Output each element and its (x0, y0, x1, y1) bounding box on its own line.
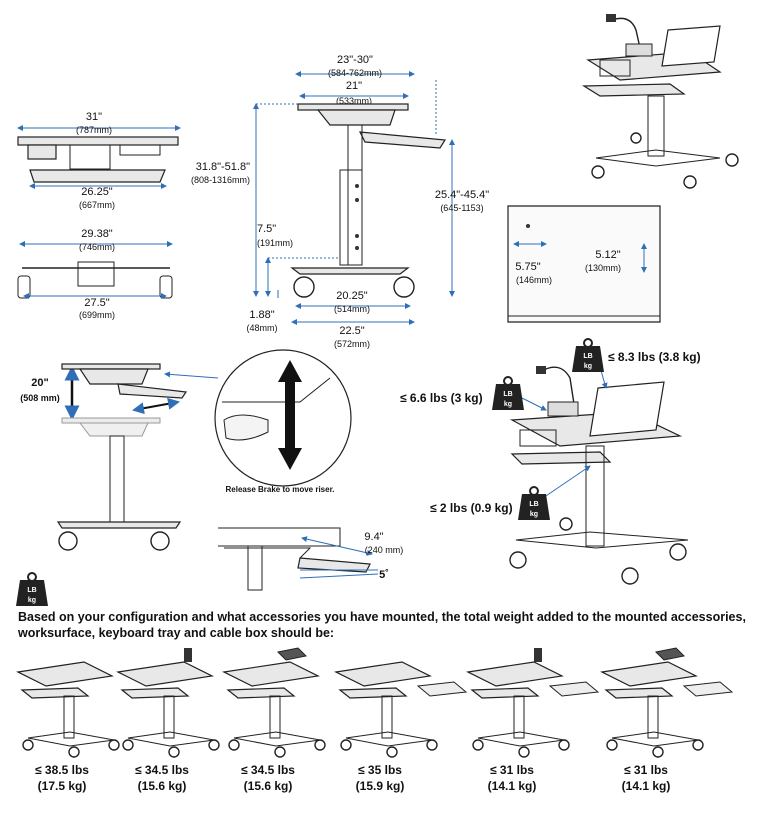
dim-wheel-span: 27.5" (84, 297, 109, 309)
dim-top-width: 31" (86, 111, 102, 123)
weight-icon-note: LB kg (16, 572, 48, 606)
dim-worksurface-width-mm: (584-762mm) (328, 68, 382, 78)
config-weight-kg: (15.6 kg) (244, 779, 293, 793)
config-cart: ≤ 34.5 lbs (15.6 kg) (222, 647, 326, 793)
dim-keyboard-range: 25.4"-45.4" (435, 189, 489, 201)
dim-height-range: 31.8"-51.8" (196, 161, 250, 173)
dim-hole-v-mm: (130mm) (585, 263, 621, 273)
dim-wheelbase-outer: 22.5" (339, 325, 364, 337)
svg-text:LB: LB (583, 353, 592, 360)
capacity-monitor: ≤ 8.3 lbs (3.8 kg) (608, 350, 701, 364)
weight-icon-worksurface: LB kg (492, 376, 524, 410)
dim-clearance: 1.88" (249, 309, 274, 321)
side-tray (548, 681, 600, 697)
dim-base-depth-mm: (746mm) (79, 242, 115, 252)
dim-clearance-mm: (48mm) (247, 323, 278, 333)
svg-text:kg: kg (28, 597, 36, 604)
config-cart: ≤ 31 lbs (14.1 kg) (600, 647, 734, 793)
top-view: 31" (787mm) 26.25" (667mm) 29.38" (746mm… (17, 111, 181, 320)
configuration-row: ≤ 38.5 lbs(17.5 kg)≤ 34.5 lbs(15.6 kg)≤ … (16, 647, 734, 793)
config-weight-lbs: ≤ 31 lbs (490, 763, 534, 777)
dim-worksurface-width: 23"-30" (337, 54, 373, 66)
weight-icon-keyboard: LB kg (518, 486, 550, 520)
mount-icon (654, 647, 686, 661)
dim-hole-v: 5.12" (595, 249, 620, 261)
dim-tray-extension: 9.4" (364, 531, 383, 543)
scanner-icon (184, 648, 192, 662)
config-cart: ≤ 34.5 lbs (15.6 kg) (116, 648, 220, 793)
side-tray (416, 681, 468, 697)
dim-worksurface-depth: 21" (346, 80, 362, 92)
dim-riser-mm: (191mm) (257, 238, 293, 248)
dim-hole-h: 5.75" (515, 261, 540, 273)
dim-hole-h-mm: (146mm) (516, 275, 552, 285)
mounting-plate: 5.75" (146mm) 5.12" (130mm) (507, 205, 661, 323)
tray-tilt-detail: 9.4" (240 mm) 5˚ (218, 527, 404, 591)
dim-wheelbase-outer-mm: (572mm) (334, 339, 370, 349)
svg-text:LB: LB (503, 391, 512, 398)
svg-text:kg: kg (504, 401, 512, 408)
capacity-keyboard: ≤ 2 lbs (0.9 kg) (430, 501, 513, 515)
svg-text:LB: LB (529, 501, 538, 508)
dim-wheelbase-inner-mm: (514mm) (334, 304, 370, 314)
svg-text:LB: LB (27, 587, 36, 594)
dim-wheelbase-inner: 20.25" (336, 290, 368, 302)
dim-base-front-mm: (667mm) (79, 200, 115, 210)
weight-icon-monitor: LB kg (572, 338, 604, 372)
brake-detail: Release Brake to move riser. (214, 349, 352, 494)
config-weight-kg: (14.1 kg) (488, 779, 537, 793)
dim-base-front: 26.25" (81, 186, 113, 198)
config-weight-kg: (14.1 kg) (622, 779, 671, 793)
config-cart: ≤ 35 lbs (15.9 kg) (334, 661, 468, 793)
dim-tray-tilt: 5˚ (379, 569, 389, 581)
dim-base-depth: 29.38" (81, 228, 113, 240)
mount-icon (276, 647, 308, 661)
weight-note: Based on your configuration and what acc… (18, 610, 746, 640)
svg-text:kg: kg (584, 363, 592, 370)
capacity-cart (509, 359, 689, 585)
config-weight-lbs: ≤ 35 lbs (358, 763, 402, 777)
dim-travel: 20" (31, 377, 48, 389)
side-view: 23"-30" (584-762mm) 21" (533mm) 31.8"-51… (191, 54, 489, 349)
config-cart: ≤ 31 lbs (14.1 kg) (466, 648, 600, 793)
dim-worksurface-depth-mm: (533mm) (336, 96, 372, 106)
dim-height-range-mm: (808-1316mm) (191, 175, 250, 185)
travel-view: 20" (508 mm) (20, 363, 219, 551)
config-weight-lbs: ≤ 31 lbs (624, 763, 668, 777)
capacity-worksurface: ≤ 6.6 lbs (3 kg) (400, 391, 483, 405)
config-weight-kg: (15.9 kg) (356, 779, 405, 793)
dim-top-width-mm: (787mm) (76, 125, 112, 135)
svg-text:kg: kg (530, 511, 538, 518)
cart-isometric-top (581, 14, 739, 189)
config-weight-lbs: ≤ 34.5 lbs (241, 763, 295, 777)
scanner-icon (534, 648, 542, 662)
config-weight-lbs: ≤ 34.5 lbs (135, 763, 189, 777)
config-cart: ≤ 38.5 lbs (17.5 kg) (16, 661, 120, 793)
dim-tray-extension-mm: (240 mm) (365, 545, 404, 555)
dim-keyboard-range-mm: (645-1153) (440, 203, 483, 213)
dim-riser: 7.5" (257, 223, 276, 235)
dim-wheel-span-mm: (699mm) (79, 310, 115, 320)
config-weight-lbs: ≤ 38.5 lbs (35, 763, 89, 777)
config-weight-kg: (17.5 kg) (38, 779, 87, 793)
brake-caption: Release Brake to move riser. (226, 485, 335, 494)
side-tray (682, 681, 734, 697)
config-weight-kg: (15.6 kg) (138, 779, 187, 793)
dim-travel-mm: (508 mm) (20, 393, 60, 403)
